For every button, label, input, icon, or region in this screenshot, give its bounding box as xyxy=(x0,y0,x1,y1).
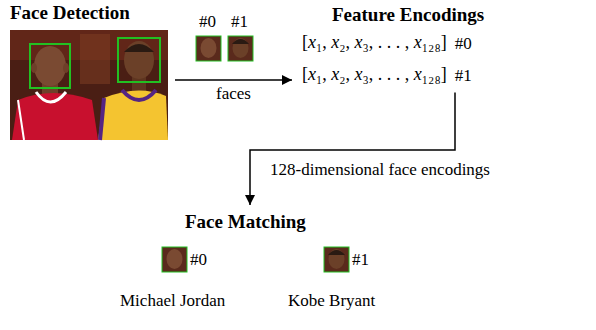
math-run: [ xyxy=(302,32,308,52)
node-text: [x₁, x₂, x₃, . . . , x₁₂₈] xyxy=(302,32,447,54)
math-run: ₃, . . . , xyxy=(363,32,414,52)
stage-heading: Face Matching xyxy=(185,211,306,234)
stage-box: Face Matching #0Michael Jordan #1Kobe Brya… xyxy=(110,205,381,317)
face-thumbnails xyxy=(162,36,349,272)
math-run: x xyxy=(331,64,339,84)
flow-arrow xyxy=(250,92,455,205)
math-run: x xyxy=(355,32,363,52)
flow-arrow xyxy=(175,79,292,81)
node-text: [x₁, x₂, x₃, . . . , x₁₂₈] xyxy=(302,64,447,86)
math-run: ₁, xyxy=(316,32,331,52)
face-index: #1 xyxy=(231,12,248,32)
node-text: #0 xyxy=(190,250,207,270)
math-run: x xyxy=(414,64,422,84)
math-run: x xyxy=(331,32,339,52)
math-run: x xyxy=(308,32,316,52)
math-run: ₃, . . . , xyxy=(363,64,414,84)
math-run: [ xyxy=(302,64,308,84)
math-run: x xyxy=(355,64,363,84)
face-index: #0 xyxy=(199,12,216,32)
edge-label: 128-dimensional face encodings xyxy=(268,160,492,180)
court-photo xyxy=(10,30,168,140)
edge-label: faces xyxy=(214,84,253,104)
math-run: ₂, xyxy=(339,64,354,84)
node-text: #1 xyxy=(455,66,472,86)
stage-heading: Face Detection xyxy=(10,2,130,25)
node-text: Michael Jordan xyxy=(120,291,225,311)
math-run: ₁, xyxy=(316,64,331,84)
node-text: #0 xyxy=(455,34,472,54)
math-run: ₁₂₈] xyxy=(422,64,447,84)
node-text: #1 xyxy=(352,250,369,270)
math-run: ₁₂₈] xyxy=(422,32,447,52)
stage-heading: Feature Encodings xyxy=(332,4,484,27)
node-text: Kobe Bryant xyxy=(288,291,375,311)
stage-box: Feature Encodings[x₁, x₂, x₃, . . . , x₁… xyxy=(292,2,490,92)
math-run: x xyxy=(308,64,316,84)
math-run: x xyxy=(414,32,422,52)
stage-box: Face Detection xyxy=(5,0,175,145)
math-run: ₂, xyxy=(339,32,354,52)
